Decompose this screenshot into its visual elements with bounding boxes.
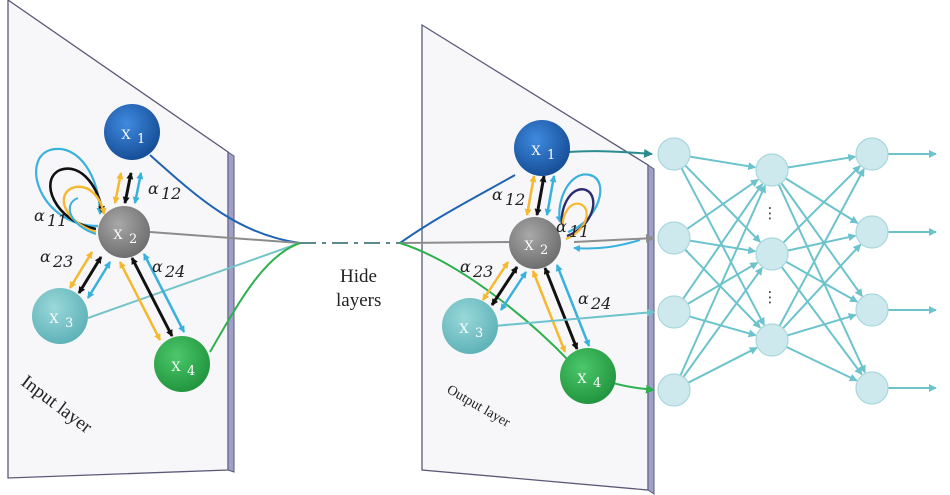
input-node-x1-label: X <box>121 128 131 143</box>
input-bidirectional-arrows <box>35 147 186 341</box>
fc-edge-l1-1-3 <box>780 266 863 376</box>
input-alpha-11: α 11 <box>34 206 67 230</box>
output-alpha-11: α 11 <box>556 217 589 241</box>
fc-edge-l0-1-1 <box>689 239 757 255</box>
input-alpha-24-sub: 24 <box>164 262 185 281</box>
output-alpha-24: α 24 <box>578 289 611 313</box>
ellipsis-upper: ⋮ <box>763 204 778 222</box>
fc-edge-l1-2-1 <box>782 243 862 329</box>
input-alpha-11-sub: 11 <box>47 211 67 230</box>
output-alpha-24-sub: 24 <box>590 294 611 313</box>
input-alpha-24: α 24 <box>152 257 185 281</box>
fc-node-l2-2 <box>855 293 889 327</box>
fc-nodes <box>657 137 889 407</box>
input-alpha-12: α 12 <box>148 179 181 203</box>
output-alpha-11-sym: α <box>556 217 567 236</box>
fc-node-l1-0 <box>755 153 789 187</box>
input-node-x4: X 4 <box>154 336 210 392</box>
fc-node-l2-0 <box>855 137 889 171</box>
output-alpha-12-sym: α <box>492 185 503 204</box>
output-node-x2: X 2 <box>509 217 561 269</box>
input-node-x3-label: X <box>49 312 59 327</box>
fc-edge-l0-1-0 <box>686 178 759 230</box>
fc-node-l0-3 <box>657 373 691 407</box>
output-node-x2-label: X <box>524 239 534 254</box>
fc-edge-l1-1-0 <box>782 165 861 244</box>
fc-edge-l0-3-1 <box>682 266 763 378</box>
input-node-x2-sub: 2 <box>129 232 137 247</box>
fc-edge-l0-1-2 <box>684 248 761 329</box>
ellipsis-lower: ⋮ <box>763 288 778 306</box>
input-node-x2-label: X <box>113 228 123 243</box>
input-alpha-24-sym: α <box>152 257 163 276</box>
input-node-x1: X 1 <box>104 104 160 160</box>
fc-edge-l1-1-2 <box>785 260 859 303</box>
output-alpha-11-sub: 11 <box>569 222 589 241</box>
fc-node-l2-3 <box>855 371 889 405</box>
output-node-x4: X 4 <box>560 348 616 404</box>
hide-layers-line2: layers <box>336 290 381 311</box>
output-node-x3-label: X <box>459 322 469 337</box>
input-node-x1-sub: 1 <box>137 132 145 147</box>
input-alpha-12-sym: α <box>148 179 159 198</box>
fc-edge-l0-3-2 <box>687 346 758 384</box>
fc-edge-l0-0-0 <box>689 155 757 171</box>
fc-node-l1-2 <box>755 323 789 357</box>
output-node-x4-label: X <box>577 372 587 387</box>
input-alpha-23-sym: α <box>40 247 51 266</box>
input-alpha-11-sym: α <box>34 206 45 225</box>
fc-node-l0-1 <box>657 221 691 255</box>
hide-layers-line1: Hide <box>340 266 377 287</box>
output-bidirectional-arrows <box>481 173 641 353</box>
fc-edge-l1-1-1 <box>787 233 857 252</box>
fc-edge-l0-2-0 <box>682 183 764 300</box>
fc-edge-l1-2-3 <box>785 345 858 382</box>
output-alpha-23-sub: 23 <box>472 262 493 281</box>
fc-node-l1-1 <box>755 237 789 271</box>
output-node-x3-sub: 3 <box>475 326 483 341</box>
fc-edge-l1-0-3 <box>777 184 866 374</box>
fc-edge-l0-3-0 <box>679 184 767 376</box>
input-node-x4-label: X <box>171 360 181 375</box>
fc-edge-l1-0-2 <box>780 182 863 298</box>
output-alpha-24-sym: α <box>578 289 589 308</box>
output-node-x1-sub: 1 <box>547 148 555 163</box>
input-node-x3: X 3 <box>32 288 88 344</box>
output-node-x3: X 3 <box>442 298 498 354</box>
input-node-x2: X 2 <box>98 206 150 258</box>
input-alpha-23-sub: 23 <box>52 252 73 271</box>
output-node-x1-label: X <box>531 144 541 159</box>
output-node-x4-sub: 4 <box>593 376 601 391</box>
fc-edge-l1-0-0 <box>787 153 857 169</box>
input-node-x4-sub: 4 <box>187 364 195 379</box>
fc-edge-l1-2-2 <box>787 313 857 337</box>
fc-node-l0-0 <box>657 137 691 171</box>
input-node-x3-sub: 3 <box>65 316 73 331</box>
fc-edges <box>679 150 937 392</box>
fc-edge-l0-2-2 <box>689 315 757 338</box>
output-alpha-12: α 12 <box>492 185 525 209</box>
output-alpha-23-sym: α <box>460 257 471 276</box>
fc-edge-l1-2-0 <box>778 168 865 327</box>
fc-node-l0-2 <box>657 295 691 329</box>
output-alpha-12-sub: 12 <box>505 190 525 209</box>
input-alpha-23: α 23 <box>40 247 73 271</box>
output-alpha-23: α 23 <box>460 257 493 281</box>
fc-node-l2-1 <box>855 215 889 249</box>
fc-edge-l1-0-1 <box>785 177 859 224</box>
output-node-x1: X 1 <box>514 120 570 176</box>
input-alpha-12-sub: 12 <box>161 184 181 203</box>
output-node-x2-sub: 2 <box>540 243 548 258</box>
